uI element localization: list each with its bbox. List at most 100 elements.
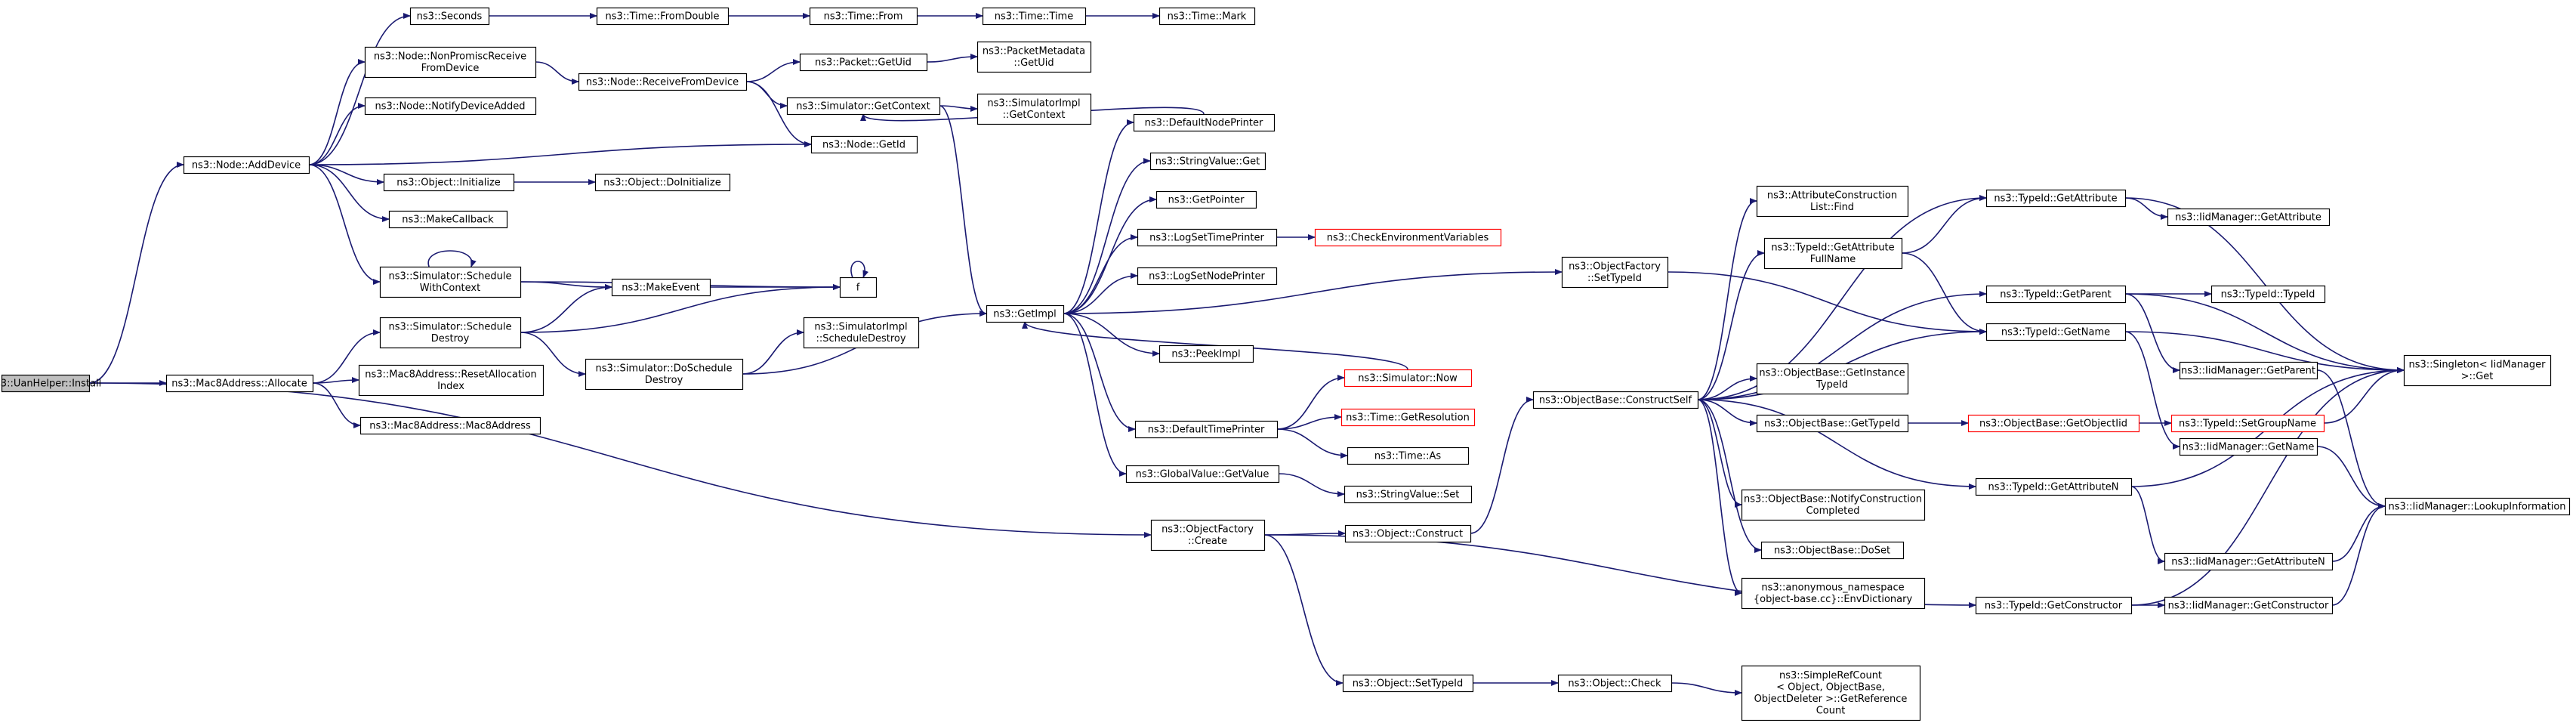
node-box	[1756, 363, 1909, 395]
node-getattributen[interactable]: ns3::TypeId::GetAttributeN	[1975, 477, 2133, 496]
node-packetgetuid[interactable]: ns3::Packet::GetUid	[799, 53, 928, 72]
node-label: ns3::PeekImpl	[1171, 348, 1240, 360]
node-objconstruct[interactable]: ns3::Object::Construct	[1344, 524, 1472, 543]
node-label: ns3::Object::DoInitialize	[603, 177, 721, 188]
node-fromdouble[interactable]: ns3::Time::FromDouble	[596, 7, 730, 26]
node-setgroupname[interactable]: ns3::TypeId::SetGroupName	[2170, 414, 2325, 433]
node-label: ns3::TypeId::TypeId	[2221, 289, 2315, 300]
node-implscheddestroy[interactable]: ns3::SimulatorImpl::ScheduleDestroy	[803, 317, 920, 349]
node-getparent[interactable]: ns3::TypeId::GetParent	[1985, 285, 2127, 304]
node-iidgetname[interactable]: ns3::IidManager::GetName	[2179, 437, 2318, 456]
node-box	[1763, 237, 1903, 270]
node-objinitialize[interactable]: ns3::Object::Initialize	[383, 173, 515, 192]
node-defnodeprinter[interactable]: ns3::DefaultNodePrinter	[1133, 113, 1276, 132]
node-pktmetauid[interactable]: ns3::PacketMetadata::GetUid	[976, 41, 1092, 73]
node-obgettypeid[interactable]: ns3::ObjectBase::GetTypeId	[1756, 414, 1909, 433]
node-deftimeprinter[interactable]: ns3::DefaultTimePrinter	[1134, 420, 1279, 439]
node-doset[interactable]: ns3::ObjectBase::DoSet	[1760, 541, 1905, 560]
node-timefrom[interactable]: ns3::Time::From	[809, 7, 918, 26]
node-iidgetattribute[interactable]: ns3::IidManager::GetAttribute	[2167, 208, 2331, 227]
node-singletonget[interactable]: ns3::Singleton< IidManager>::Get	[2403, 354, 2552, 387]
node-nodegetid[interactable]: ns3::Node::GetId	[810, 135, 918, 154]
node-simplerefcount[interactable]: ns3::SimpleRefCount< Object, ObjectBase,…	[1741, 665, 1921, 721]
node-getpointer[interactable]: ns3::GetPointer	[1155, 190, 1257, 209]
node-typeidctor[interactable]: ns3::TypeId::TypeId	[2210, 285, 2326, 304]
node-doinitialize[interactable]: ns3::Object::DoInitialize	[594, 173, 731, 192]
node-notifyconstr[interactable]: ns3::ObjectBase::NotifyConstructionCompl…	[1741, 489, 1926, 521]
node-label: ns3::Time::FromDouble	[606, 11, 720, 22]
node-simnow[interactable]: ns3::Simulator::Now	[1344, 369, 1473, 388]
node-getconstructor[interactable]: ns3::TypeId::GetConstructor	[1975, 596, 2133, 615]
call-edge-getattrfullname-to-getattribute	[1901, 195, 1987, 254]
node-label: ns3::Packet::GetUid	[815, 57, 912, 68]
node-label: ns3::ObjectFactory	[1162, 524, 1254, 536]
node-objfactsettypeid[interactable]: ns3::ObjectFactory::SetTypeId	[1561, 256, 1669, 289]
node-makeevent[interactable]: ns3::MakeEvent	[611, 278, 711, 297]
node-box	[799, 53, 928, 72]
node-label: ns3::SimpleRefCount	[1779, 670, 1882, 681]
node-iidgetattributen[interactable]: ns3::IidManager::GetAttributeN	[2164, 552, 2334, 571]
node-envdict[interactable]: ns3::anonymous_namespace{object-base.cc}…	[1741, 577, 1926, 610]
call-edge-adddevice-to-seconds	[308, 13, 411, 165]
node-label: ns3::SimulatorImpl	[814, 322, 907, 333]
node-box	[1314, 228, 1502, 247]
node-objcheck[interactable]: ns3::Object::Check	[1557, 674, 1673, 693]
node-getresolution[interactable]: ns3::Time::GetResolution	[1340, 408, 1476, 427]
node-box	[364, 46, 537, 79]
node-makecallback[interactable]: ns3::MakeCallback	[388, 210, 508, 229]
node-timemark[interactable]: ns3::Time::Mark	[1158, 7, 1256, 26]
node-recvfromdevice[interactable]: ns3::Node::ReceiveFromDevice	[578, 73, 748, 91]
call-edge-getimpl-to-strvalget	[1063, 158, 1151, 314]
node-getname[interactable]: ns3::TypeId::GetName	[1985, 323, 2127, 341]
node-box	[2179, 361, 2318, 380]
node-constructself[interactable]: ns3::ObjectBase::ConstructSelf	[1532, 391, 1699, 409]
node-root[interactable]: ns3::UanHelper::Install	[0, 374, 101, 393]
node-box	[1134, 420, 1279, 439]
node-label: ns3::StringValue::Get	[1155, 156, 1260, 167]
node-notifydevadded[interactable]: ns3::Node::NotifyDeviceAdded	[364, 97, 537, 116]
node-iidgetparent[interactable]: ns3::IidManager::GetParent	[2179, 361, 2318, 380]
node-timetime[interactable]: ns3::Time::Time	[982, 7, 1087, 26]
node-peekimpl[interactable]: ns3::PeekImpl	[1158, 345, 1254, 363]
node-box	[986, 304, 1065, 323]
node-objfactcreate[interactable]: ns3::ObjectFactory::Create	[1150, 519, 1266, 552]
node-timeas[interactable]: ns3::Time::As	[1347, 446, 1470, 465]
node-getobjectiid[interactable]: ns3::ObjectBase::GetObjectIid	[1967, 414, 2140, 433]
node-label: ns3::Node::GetId	[822, 139, 905, 150]
node-label: ns3::Mac8Address::ResetAllocation	[365, 369, 537, 381]
node-simgetcontext[interactable]: ns3::Simulator::GetContext	[786, 97, 941, 116]
node-objsettypeid[interactable]: ns3::Object::SetTypeId	[1342, 674, 1474, 693]
node-getimpl[interactable]: ns3::GetImpl	[986, 304, 1065, 323]
node-f[interactable]: f	[839, 277, 878, 298]
node-logsetnodeprinter[interactable]: ns3::LogSetNodePrinter	[1137, 267, 1278, 286]
node-logsettimeprinter[interactable]: ns3::LogSetTimePrinter	[1137, 228, 1278, 247]
call-edge-getimpl-to-globalvalget	[1063, 313, 1127, 477]
node-box	[359, 416, 541, 435]
call-edge-adddevice-to-notifydevadded	[308, 103, 366, 165]
node-lookupinfo[interactable]: ns3::IidManager::LookupInformation	[2384, 497, 2571, 516]
node-scheddestroy[interactable]: ns3::Simulator::ScheduleDestroy	[379, 317, 522, 349]
node-seconds[interactable]: ns3::Seconds	[409, 7, 490, 26]
node-globalvalget[interactable]: ns3::GlobalValue::GetValue	[1125, 465, 1280, 484]
node-strvalset[interactable]: ns3::StringValue::Set	[1344, 485, 1473, 504]
node-checkenvvars[interactable]: ns3::CheckEnvironmentVariables	[1314, 228, 1502, 247]
call-edge-simgetcontext-to-implgetcontext	[939, 105, 978, 112]
node-box	[585, 358, 744, 391]
node-label: ns3::ObjectBase::GetObjectIid	[1979, 418, 2127, 429]
node-mac8allocate[interactable]: ns3::Mac8Address::Allocate	[165, 374, 314, 393]
node-implgetcontext[interactable]: ns3::SimulatorImpl::GetContext	[976, 93, 1092, 125]
node-adddevice[interactable]: ns3::Node::AddDevice	[183, 156, 310, 175]
call-edge-root-to-objfactcreate	[88, 382, 1152, 538]
node-getattribute[interactable]: ns3::TypeId::GetAttribute	[1985, 189, 2127, 208]
node-strvalget[interactable]: ns3::StringValue::Get	[1149, 152, 1266, 171]
node-iidgetconstructor[interactable]: ns3::IidManager::GetConstructor	[2164, 596, 2334, 615]
node-mac8ctor[interactable]: ns3::Mac8Address::Mac8Address	[359, 416, 541, 435]
